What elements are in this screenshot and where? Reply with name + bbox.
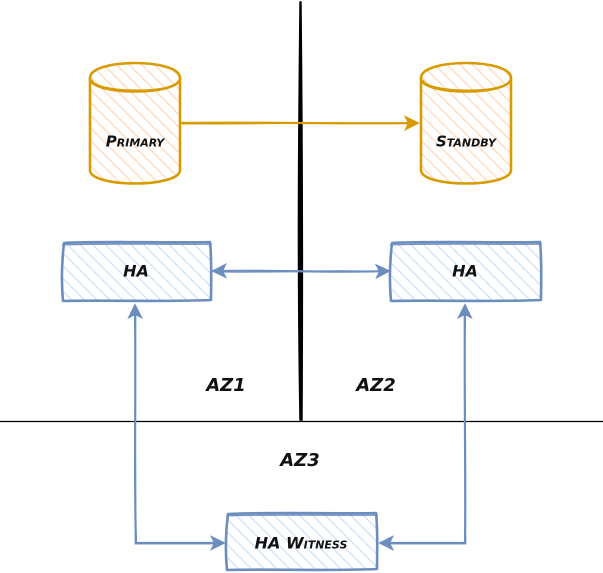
standby-cylinder-top-fill — [421, 62, 511, 94]
ha-witness-label: HA Witness — [255, 534, 348, 553]
edge-primary-standby-sketch — [181, 122, 417, 125]
zone-label-az3: AZ3 — [278, 450, 320, 471]
primary-cylinder-body — [90, 78, 180, 184]
ha-az1-outline — [60, 240, 213, 303]
primary-label: Primary — [106, 133, 165, 151]
ha-az2-outline — [388, 240, 543, 303]
edge-ha2-witness-sketch — [382, 307, 467, 545]
zone-label-az2: AZ2 — [354, 375, 396, 396]
node-standby[interactable]: Standby — [419, 61, 513, 185]
vertical-divider — [297, 1, 304, 421]
standby-cylinder-body — [421, 78, 511, 184]
ha-witness-fill — [226, 513, 378, 570]
ha-az1-outline-sketch — [61, 243, 213, 246]
ha-witness-outline-sketch — [225, 514, 379, 517]
standby-cylinder-rim-sketch — [422, 79, 511, 91]
primary-cylinder-top-fill — [90, 62, 180, 94]
edges — [135, 123, 466, 544]
ha-az1-label: HA — [123, 262, 149, 281]
primary-cylinder-outline — [88, 61, 182, 185]
standby-cylinder-outline — [419, 61, 513, 185]
zone-label-az1: AZ1 — [204, 375, 246, 396]
ha-az2-label: HA — [452, 262, 478, 281]
node-ha-witness[interactable]: HA Witness — [224, 511, 379, 572]
ha-az1-fill — [62, 242, 212, 301]
edge-ha1-witness[interactable] — [135, 305, 224, 543]
edge-ha1-ha2-sketch — [214, 270, 388, 273]
node-ha-az2[interactable]: HA — [388, 240, 543, 303]
ha-witness-outline — [224, 511, 379, 572]
node-primary[interactable]: Primary — [88, 61, 182, 185]
zone-dividers — [0, 1, 603, 423]
edge-ha2-witness[interactable] — [380, 305, 465, 543]
ha-az2-fill — [390, 242, 541, 301]
primary-cylinder-rim-sketch — [91, 79, 180, 91]
standby-label: Standby — [436, 133, 497, 151]
zone-labels: AZ1 AZ2 AZ3 — [204, 375, 396, 471]
edge-ha1-witness-sketch — [134, 307, 222, 545]
node-ha-az1[interactable]: HA — [60, 240, 213, 303]
ha-az2-outline-sketch — [389, 243, 543, 246]
